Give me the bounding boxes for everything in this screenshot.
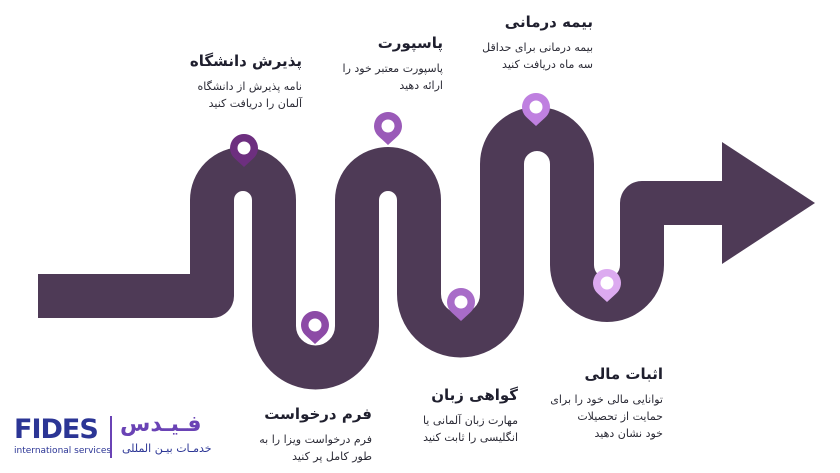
step-title: پذیرش دانشگاه xyxy=(189,52,302,70)
step-finance: اثبات مالی توانایی مالی خود را برای حمای… xyxy=(550,365,663,442)
step-description-line: مهارت زبان آلمانی یا xyxy=(422,414,518,427)
step-description-line: انگلیسی را ثابت کنید xyxy=(423,431,518,444)
map-pin-icon xyxy=(447,288,475,321)
logo-divider xyxy=(110,416,112,458)
step-title: پاسپورت xyxy=(377,34,443,52)
step-description-line: بیمه درمانی برای حداقل xyxy=(482,41,593,54)
step-application: فرم درخواست فرم درخواست ویزا را به طور ک… xyxy=(259,405,372,465)
step-description: بیمه درمانی برای حداقل سه ماه دریافت کنی… xyxy=(482,39,593,73)
map-pin-icon xyxy=(522,93,550,126)
step-description: فرم درخواست ویزا را به طور کامل پر کنید xyxy=(259,431,372,465)
step-description-line: طور کامل پر کنید xyxy=(292,450,372,463)
step-title: اثبات مالی xyxy=(584,365,663,383)
step-description: مهارت زبان آلمانی یا انگلیسی را ثابت کنی… xyxy=(423,412,518,446)
step-description-line: ارائه دهید xyxy=(399,79,443,92)
step-description-line: خود نشان دهید xyxy=(594,427,663,440)
map-pin-icon xyxy=(301,311,329,344)
step-description: نامه پذیرش از دانشگاه آلمان را دریافت کن… xyxy=(190,78,302,112)
logo-latin-subtitle: international services xyxy=(14,446,112,456)
map-pin-icon xyxy=(593,269,621,302)
logo-persian-text: فـیـدس xyxy=(120,412,202,437)
step-title: گواهی زبان xyxy=(431,386,518,404)
step-description-line: حمایت از تحصیلات xyxy=(577,410,663,423)
step-description-line: آلمان را دریافت کنید xyxy=(208,97,302,110)
arrow-head xyxy=(722,142,815,264)
step-description-line: نامه پذیرش از دانشگاه xyxy=(197,80,302,93)
step-university: پذیرش دانشگاه نامه پذیرش از دانشگاه آلما… xyxy=(190,52,302,112)
step-description: توانایی مالی خود را برای حمایت از تحصیلا… xyxy=(550,391,663,442)
logo-latin-text: FIDES xyxy=(14,414,99,445)
step-description: پاسپورت معتبر خود را ارائه دهید xyxy=(343,60,443,94)
step-title: فرم درخواست xyxy=(264,405,372,423)
road-path xyxy=(38,107,738,390)
map-pin-icon xyxy=(230,134,258,167)
step-title: بیمه درمانی xyxy=(504,13,593,31)
step-description-line: پاسپورت معتبر خود را xyxy=(342,62,443,75)
step-description-line: سه ماه دریافت کنید xyxy=(502,58,593,71)
logo-persian-subtitle: خدمـات بیـن المللی xyxy=(122,442,212,455)
step-passport: پاسپورت پاسپورت معتبر خود را ارائه دهید xyxy=(343,34,443,94)
step-language: گواهی زبان مهارت زبان آلمانی یا انگلیسی … xyxy=(423,386,518,446)
company-logo: FIDES international services فـیـدس خدمـ… xyxy=(10,412,255,462)
step-insurance: بیمه درمانی بیمه درمانی برای حداقل سه ما… xyxy=(482,13,593,73)
step-description-line: توانایی مالی خود را برای xyxy=(550,393,663,406)
step-description-line: فرم درخواست ویزا را به xyxy=(259,433,372,446)
map-pin-icon xyxy=(374,112,402,145)
